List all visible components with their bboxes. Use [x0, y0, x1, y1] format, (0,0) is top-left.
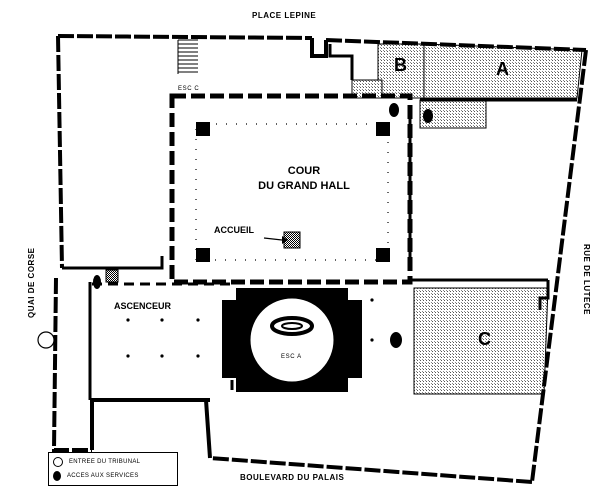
hall-corner-nw — [196, 122, 210, 136]
filled-circle-icon — [53, 471, 61, 481]
legend-service-label: ACCES AUX SERVICES — [67, 473, 139, 479]
service-access-marker[interactable] — [423, 109, 433, 123]
column — [160, 354, 164, 358]
stair-c[interactable] — [177, 39, 198, 74]
wall-zone-b — [328, 44, 354, 80]
grand-hall-frame — [169, 93, 413, 285]
street-rue-de-lutece: RUE DE LUTECE — [582, 244, 591, 315]
outer-wall-right — [530, 49, 588, 483]
outer-wall-left-upper — [56, 35, 64, 269]
open-circle-icon — [53, 457, 63, 467]
legend-entrance-row: ENTREE DU TRIBUNAL — [53, 457, 140, 467]
outer-wall-top-left — [57, 34, 313, 40]
accueil-arrow — [263, 237, 283, 241]
courtyard-label: COUR DU GRAND HALL — [234, 164, 374, 194]
courtyard-label-line2: DU GRAND HALL — [258, 179, 350, 192]
stair-a-block[interactable] — [222, 288, 362, 392]
column — [370, 298, 374, 302]
courtyard-label-line1: COUR — [287, 165, 321, 177]
zone-b-area[interactable] — [377, 43, 425, 99]
street-place-lepine: PLACE LEPINE — [252, 11, 317, 20]
outer-wall-left-lower — [51, 277, 92, 452]
column — [196, 318, 200, 322]
column — [196, 354, 200, 358]
column — [160, 318, 164, 322]
stair-c-label: ESC C — [178, 86, 200, 92]
outer-wall-bottom — [209, 456, 533, 484]
wall-left-wing — [62, 256, 164, 270]
ascenseur-marker[interactable] — [105, 269, 119, 283]
zone-c-label: C — [478, 329, 491, 349]
service-access-marker[interactable] — [389, 103, 399, 117]
entrance-notch-top — [310, 38, 328, 58]
accueil-label: ACCUEIL — [214, 225, 254, 235]
zone-b-label: B — [394, 55, 407, 75]
column — [370, 338, 374, 342]
column — [126, 318, 130, 322]
accueil-arrowhead — [282, 236, 288, 244]
stair-a-label: ESC A — [281, 354, 302, 360]
zone-a-label: A — [496, 59, 509, 79]
outer-wall-bottom-left — [90, 398, 212, 459]
service-access-marker[interactable] — [93, 275, 101, 289]
column — [126, 354, 130, 358]
hall-corner-ne — [376, 122, 390, 136]
map-legend: ENTREE DU TRIBUNAL ACCES AUX SERVICES — [48, 452, 178, 486]
service-access-marker[interactable] — [390, 332, 402, 348]
hall-corner-se — [376, 248, 390, 262]
ascenseur-label: ASCENCEUR — [114, 301, 172, 311]
grand-hall-inner — [195, 123, 389, 261]
street-boulevard-du-palais: BOULEVARD DU PALAIS — [240, 473, 345, 482]
legend-entrance-label: ENTREE DU TRIBUNAL — [69, 459, 141, 465]
hall-corner-sw — [196, 248, 210, 262]
tribunal-entrance-marker[interactable] — [37, 331, 55, 349]
wall-c-right — [538, 280, 550, 310]
street-quai-de-corse: QUAI DE CORSE — [27, 247, 36, 318]
legend-service-row: ACCES AUX SERVICES — [53, 471, 139, 481]
outer-wall-top-right — [325, 38, 587, 52]
